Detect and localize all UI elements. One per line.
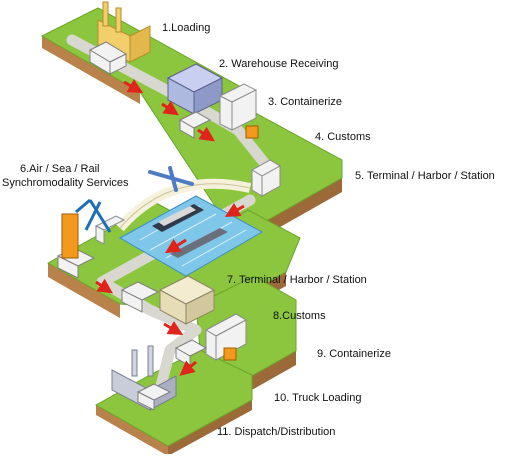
arrow-2 (161, 100, 179, 116)
step-label-9: 9. Containerize (317, 348, 391, 360)
arrow-5 (164, 238, 187, 254)
step-label-7: 7. Terminal / Harbor / Station (227, 274, 367, 286)
step-label-5: 5. Terminal / Harbor / Station (355, 170, 495, 182)
step-label-3: 3. Containerize (268, 96, 342, 108)
train-icon (170, 228, 228, 258)
step-label-1: 1.Loading (162, 22, 211, 34)
step-label-11: 11. Dispatch/Distribution (217, 426, 336, 438)
step-label-8: 8.Customs (273, 310, 326, 322)
crane-icon (75, 198, 112, 233)
arrow-1 (123, 79, 144, 93)
forklift-icon (223, 125, 259, 361)
arrow-8 (179, 360, 197, 376)
step-label-6-line2: Synchromodality Services (2, 177, 129, 189)
warehouse-icon-middle (158, 275, 216, 325)
arrow-6 (95, 278, 113, 294)
ship-icon (152, 204, 204, 232)
crane-base (61, 213, 79, 259)
arrow-3 (197, 126, 215, 142)
warehouse-icon (166, 63, 224, 115)
arrow-4 (224, 203, 245, 217)
flow-arrows (95, 79, 245, 376)
step-label-10: 10. Truck Loading (274, 392, 362, 404)
step-label-4: 4. Customs (315, 131, 371, 143)
airplane-icon (148, 166, 194, 192)
step-label-2: 2. Warehouse Receiving (219, 58, 339, 70)
step-label-6-line1: 6.Air / Sea / Rail (20, 163, 100, 175)
arrow-7 (163, 321, 184, 335)
